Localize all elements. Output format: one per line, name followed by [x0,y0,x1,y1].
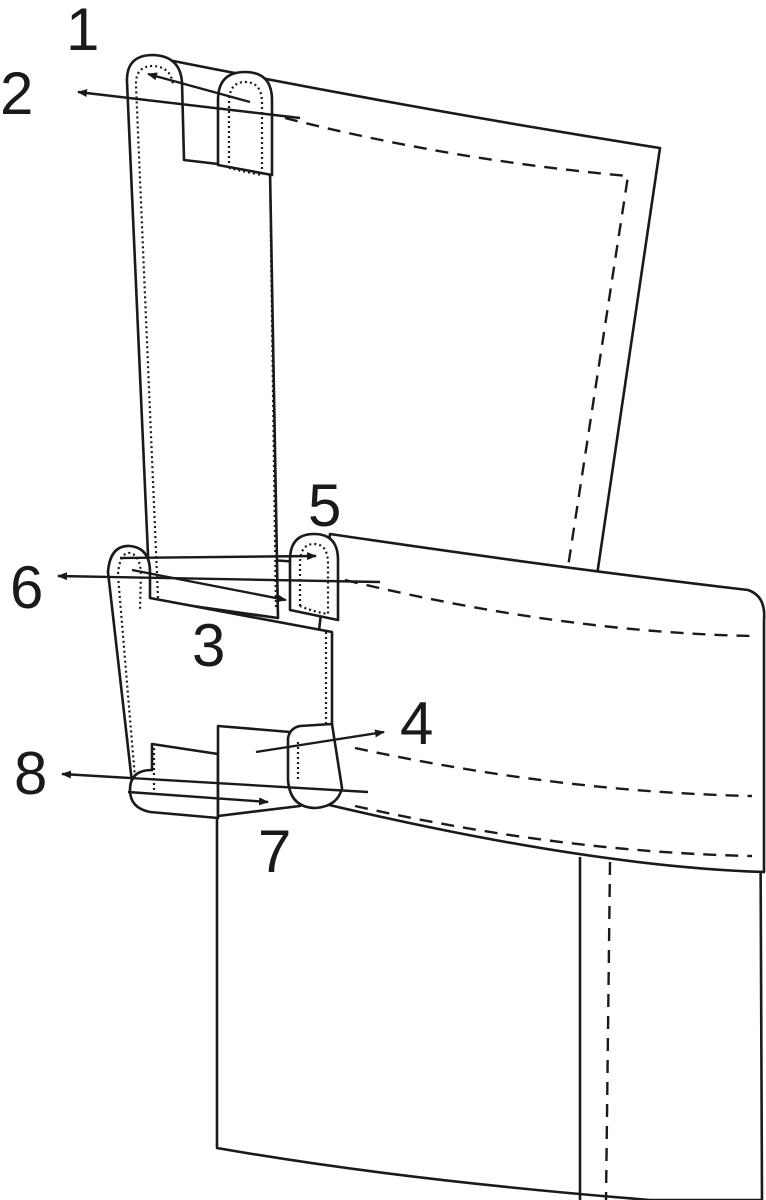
label-1: 1 [66,0,99,63]
label-2: 2 [0,60,33,127]
label-5: 5 [308,472,341,539]
label-3: 3 [192,612,225,679]
label-8: 8 [14,740,47,807]
lower-band-panel [298,532,766,874]
mid-loop [288,532,340,622]
lower-right-loop [286,722,344,810]
upper-strip [125,53,280,620]
label-7: 7 [258,818,291,885]
label-6: 6 [10,554,43,621]
label-4: 4 [400,690,433,757]
arrows [57,72,385,806]
upper-loop [216,70,274,177]
